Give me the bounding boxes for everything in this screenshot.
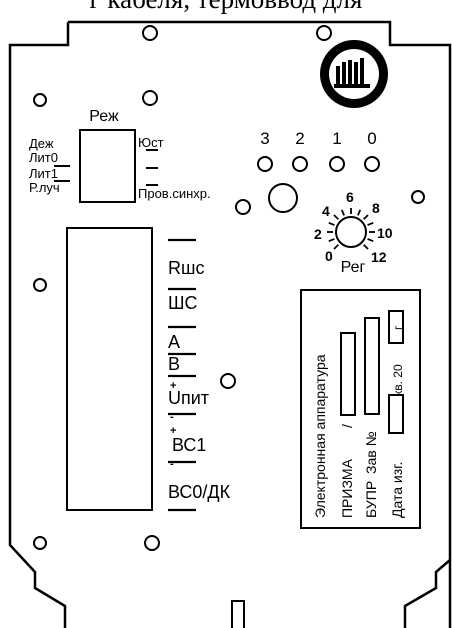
- power-minus-mark: -: [170, 411, 174, 423]
- mounting-hole: [33, 536, 47, 550]
- mounting-holes: [33, 25, 425, 551]
- indicator-led-2: [292, 156, 308, 172]
- dial-tick: [328, 238, 335, 243]
- indicator-leds: [235, 156, 380, 215]
- label-serial: Зав №: [363, 431, 379, 474]
- regulator-title: Рег: [341, 259, 366, 276]
- terminal-polarity-marks: + - + -: [170, 380, 176, 470]
- mode-label-sync-check: Пров.синхр.: [138, 186, 211, 201]
- label-panel: [300, 289, 421, 529]
- label-unit: БУПР: [363, 481, 379, 518]
- indicator-led-0: [364, 156, 380, 172]
- label-year-suffix: г: [391, 325, 405, 330]
- sync-check-button: [268, 183, 298, 213]
- indicator-label-3: 3: [260, 129, 269, 148]
- mounting-hole: [142, 90, 158, 106]
- indicator-label-2: 2: [295, 129, 304, 148]
- mode-label-duty: Деж: [29, 136, 54, 151]
- indicator-label-0: 0: [367, 129, 376, 148]
- indicator-led-3: [257, 156, 273, 172]
- dial-tick: [363, 244, 369, 250]
- mode-left-labels: Деж Лит0 Лит1 Р.луч: [29, 136, 60, 195]
- vs1-minus-mark: -: [170, 458, 174, 470]
- terminal-label-shs: ШС: [168, 293, 198, 313]
- cable-entry-slot: [231, 600, 245, 628]
- label-product: ПРИЗМА: [339, 458, 355, 518]
- mode-label-adjust: Юст: [138, 135, 164, 150]
- product-variant-box: [340, 332, 356, 416]
- terminal-label-power: Uпит: [168, 388, 209, 408]
- reg-scale-6: 6: [346, 189, 354, 205]
- mode-switch-window: [79, 129, 136, 203]
- label-quarter: кв. 20: [391, 364, 405, 396]
- mounting-hole: [316, 25, 332, 41]
- terminal-label-vs0-dk: ВС0/ДК: [168, 482, 231, 502]
- label-panel-title: Электронная аппаратура: [312, 354, 328, 518]
- label-panel-text: Электронная аппаратура ПРИЗМА / БУПР Зав…: [312, 325, 405, 518]
- power-plus-mark: +: [170, 380, 176, 392]
- mounting-hole: [411, 190, 425, 204]
- dial-tick: [333, 214, 339, 220]
- indicator-label-1: 1: [332, 129, 341, 148]
- caption-text: г кабеля, термоввод для: [90, 0, 363, 14]
- dial-tick: [328, 221, 335, 226]
- dial-tick: [340, 209, 345, 216]
- brand-logo: ɱ: [320, 40, 388, 108]
- vs1-plus-mark: +: [170, 425, 176, 437]
- reg-scale-12: 12: [371, 249, 387, 265]
- terminal-separators: [168, 238, 196, 512]
- reg-scale-8: 8: [372, 200, 380, 216]
- mode-label-lit0: Лит0: [29, 150, 58, 165]
- reg-scale-0: 0: [325, 248, 333, 264]
- year-box: [388, 310, 404, 344]
- reg-scale-10: 10: [377, 225, 393, 241]
- sync-check-hole: [235, 199, 251, 215]
- serial-number-box: [364, 317, 380, 415]
- mounting-hole: [144, 535, 160, 551]
- regulator-dial: 0 2 4 6 8 10 12 Рег: [314, 189, 393, 276]
- dial-tick: [363, 214, 369, 220]
- mode-label-beam: Р.луч: [29, 180, 60, 195]
- terminal-labels: Rшс ШС А В Uпит ВС1 ВС0/ДК: [168, 258, 231, 502]
- mode-label-lit1: Лит1: [29, 166, 58, 181]
- dial-tick: [333, 244, 339, 250]
- dial-tick: [367, 238, 374, 243]
- reg-scale-4: 4: [322, 203, 330, 219]
- label-separator: /: [339, 424, 355, 428]
- mounting-hole: [33, 278, 47, 292]
- enclosure-outline: [8, 20, 452, 628]
- mounting-hole: [220, 373, 236, 389]
- label-date: Дата изг.: [389, 462, 405, 518]
- terminal-block: [66, 227, 153, 511]
- terminal-label-a: А: [168, 332, 180, 352]
- dial-tick: [367, 221, 374, 226]
- terminal-label-b: В: [168, 354, 180, 374]
- quarter-box: [388, 394, 404, 434]
- regulator-scale-labels: 0 2 4 6 8 10 12: [314, 189, 393, 265]
- indicator-labels: 3 2 1 0: [260, 129, 376, 148]
- mode-title: Реж: [89, 108, 119, 125]
- dial-tick: [357, 209, 362, 216]
- reg-scale-2: 2: [314, 226, 322, 242]
- mounting-hole: [142, 25, 158, 41]
- logo-mark-icon: [334, 58, 370, 88]
- regulator-knob: [335, 216, 367, 248]
- label-fill-boxes: [340, 310, 404, 434]
- indicator-led-1: [329, 156, 345, 172]
- mode-tick-marks: [54, 149, 158, 186]
- terminal-label-vs1: ВС1: [172, 435, 206, 455]
- mounting-hole: [33, 93, 47, 107]
- terminal-label-rshs: Rшс: [168, 258, 204, 278]
- regulator-scale-ticks: [327, 208, 375, 250]
